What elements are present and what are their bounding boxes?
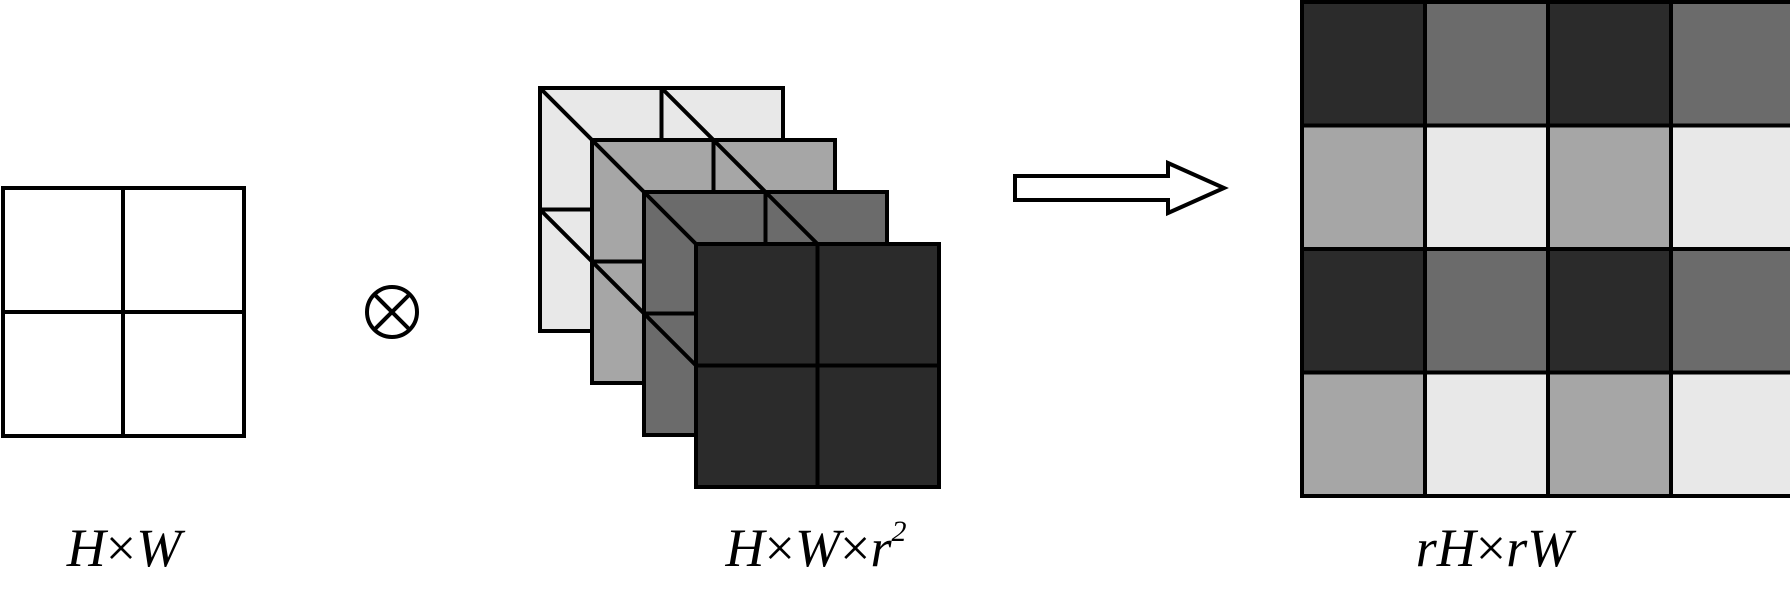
output-cell-r4-c3 [1546, 370, 1673, 498]
output-grid [1300, 0, 1790, 498]
output-cell-r1-c4 [1669, 0, 1790, 128]
output-label-rh: rH [1415, 518, 1476, 578]
stack-depth-edge-0 [642, 190, 698, 246]
output-cell-r2-c2 [1423, 123, 1550, 251]
output-cell-r2-c4 [1669, 123, 1790, 251]
feature-stack-label: H×W×r2 [725, 517, 907, 578]
output-cell-r1-c3 [1546, 0, 1673, 128]
stack-depth-edge-1 [764, 190, 819, 246]
output-cell-r3-c2 [1423, 247, 1550, 375]
stack-depth-edge-2 [642, 312, 698, 367]
output-cell-r2-c3 [1546, 123, 1673, 251]
output-cell-r3-c3 [1546, 247, 1673, 375]
tensor-product-operator [365, 285, 419, 339]
transform-arrow [1013, 159, 1229, 217]
feature-stack [538, 86, 941, 489]
input-label-w: W [136, 518, 182, 578]
stack-layer-4 [694, 242, 941, 489]
stack-label-times-1: × [764, 518, 795, 578]
operator-cross-b [372, 292, 412, 332]
stack-label-h: H [725, 518, 765, 578]
stack-label-times-2: × [839, 518, 871, 578]
stack-label-exponent: 2 [891, 515, 907, 548]
stack-label-w: W [795, 518, 840, 578]
output-grid-frame [1300, 0, 1790, 498]
output-cell-r4-c4 [1669, 370, 1790, 498]
output-cell-r4-c2 [1423, 370, 1550, 498]
stack-depth-edge-0 [538, 86, 594, 142]
output-label-rw: rW [1506, 518, 1573, 578]
stack-depth-edge-1 [660, 86, 715, 142]
output-cell-r3-c1 [1300, 247, 1427, 375]
stack-depth-edge-0 [590, 138, 646, 194]
output-cell-r2-c1 [1300, 123, 1427, 251]
output-cell-r3-c4 [1669, 247, 1790, 375]
output-cell-r1-c2 [1423, 0, 1550, 128]
output-cell-r1-c1 [1300, 0, 1427, 128]
stack-depth-edge-2 [538, 208, 594, 263]
output-label-times: × [1475, 518, 1507, 578]
input-grid-label: H×W [67, 521, 181, 575]
input-label-times: × [105, 518, 137, 578]
stack-label-r: r [870, 518, 892, 578]
input-label-h: H [66, 518, 106, 578]
output-cell-r4-c1 [1300, 370, 1427, 498]
stack-depth-edge-2 [590, 260, 646, 315]
arrow-icon [1013, 159, 1229, 217]
output-grid-label: rH×rW [1416, 521, 1572, 575]
stack-depth-edge-1 [712, 138, 767, 194]
input-grid [1, 186, 246, 438]
